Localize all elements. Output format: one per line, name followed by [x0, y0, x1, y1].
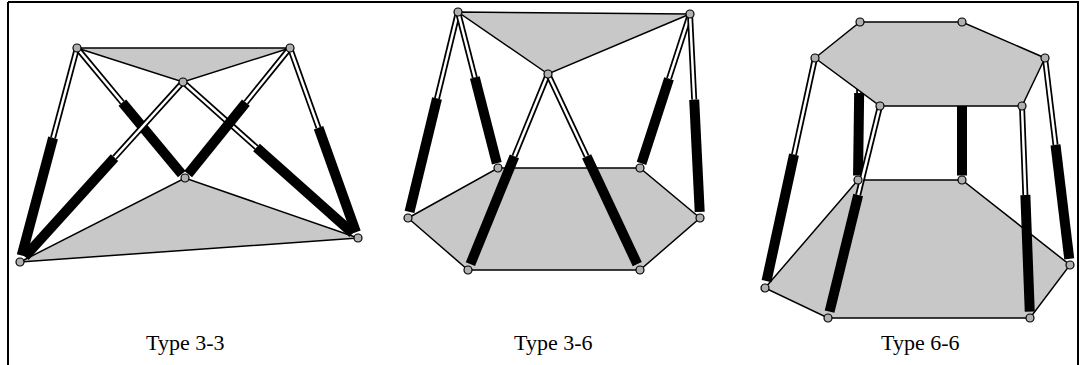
piston-rod: [53, 48, 77, 138]
cylinder: [587, 156, 638, 264]
piston-rod: [1045, 58, 1056, 145]
piston-rod: [548, 74, 587, 156]
piston-rod: [1022, 106, 1025, 195]
joint: [686, 10, 694, 18]
type-caption: Type 6-6: [881, 330, 960, 356]
base-platform: [408, 168, 700, 270]
joints: [16, 8, 1074, 322]
piston-rod: [437, 12, 458, 99]
cylinder: [188, 103, 246, 175]
joint: [286, 44, 294, 52]
joint: [636, 266, 644, 274]
piston-rod: [548, 74, 587, 156]
frame: [8, 2, 1079, 365]
piston-rod: [115, 82, 183, 158]
joint: [404, 214, 412, 222]
top-platform: [77, 48, 290, 82]
joint: [958, 176, 966, 184]
actuator-legs: [22, 12, 1070, 312]
joint: [544, 70, 552, 78]
top-platform: [815, 22, 1045, 106]
piston-rod: [794, 58, 815, 155]
joint: [856, 18, 864, 26]
joint: [958, 18, 966, 26]
cylinder: [475, 78, 497, 164]
cylinder: [694, 100, 700, 212]
joint: [73, 44, 81, 52]
cylinder: [410, 99, 438, 212]
joint: [811, 54, 819, 62]
joint: [181, 174, 189, 182]
top-platform: [458, 12, 690, 74]
joint: [16, 258, 24, 266]
cylinder: [1056, 145, 1070, 259]
piston-rod: [690, 14, 694, 100]
piston-rod: [1045, 58, 1056, 145]
joint: [1066, 261, 1074, 269]
piston-rod: [1022, 106, 1025, 195]
joint: [636, 164, 644, 172]
cylinder: [642, 79, 670, 164]
piston-rod: [514, 74, 548, 156]
joint: [854, 176, 862, 184]
piston-rod: [514, 74, 548, 156]
piston-rod: [53, 48, 77, 138]
type-caption: Type 3-6: [514, 330, 593, 356]
joint: [1018, 102, 1026, 110]
joint: [876, 102, 884, 110]
joint: [761, 284, 769, 292]
joint: [494, 164, 502, 172]
cylinder: [470, 156, 514, 264]
piston-rod: [290, 48, 319, 128]
joint: [696, 214, 704, 222]
joint: [354, 234, 362, 242]
piston-rod: [794, 58, 815, 155]
joint: [1041, 54, 1049, 62]
joint: [179, 78, 187, 86]
joint: [464, 266, 472, 274]
cylinder: [767, 155, 795, 282]
type-caption: Type 3-3: [146, 330, 225, 356]
cylinder: [25, 158, 115, 257]
piston-rod: [669, 14, 690, 79]
joint: [454, 8, 462, 16]
joint: [1026, 314, 1034, 322]
piston-rod: [290, 48, 319, 128]
cylinder: [319, 128, 356, 233]
piston-rod: [669, 14, 690, 79]
joint: [824, 314, 832, 322]
cylinder: [858, 93, 859, 176]
base-platform: [765, 180, 1070, 318]
piston-rod: [115, 82, 183, 158]
cylinder: [830, 195, 859, 312]
piston-rod: [437, 12, 458, 99]
piston-rod: [690, 14, 694, 100]
cylinder: [1025, 195, 1029, 312]
